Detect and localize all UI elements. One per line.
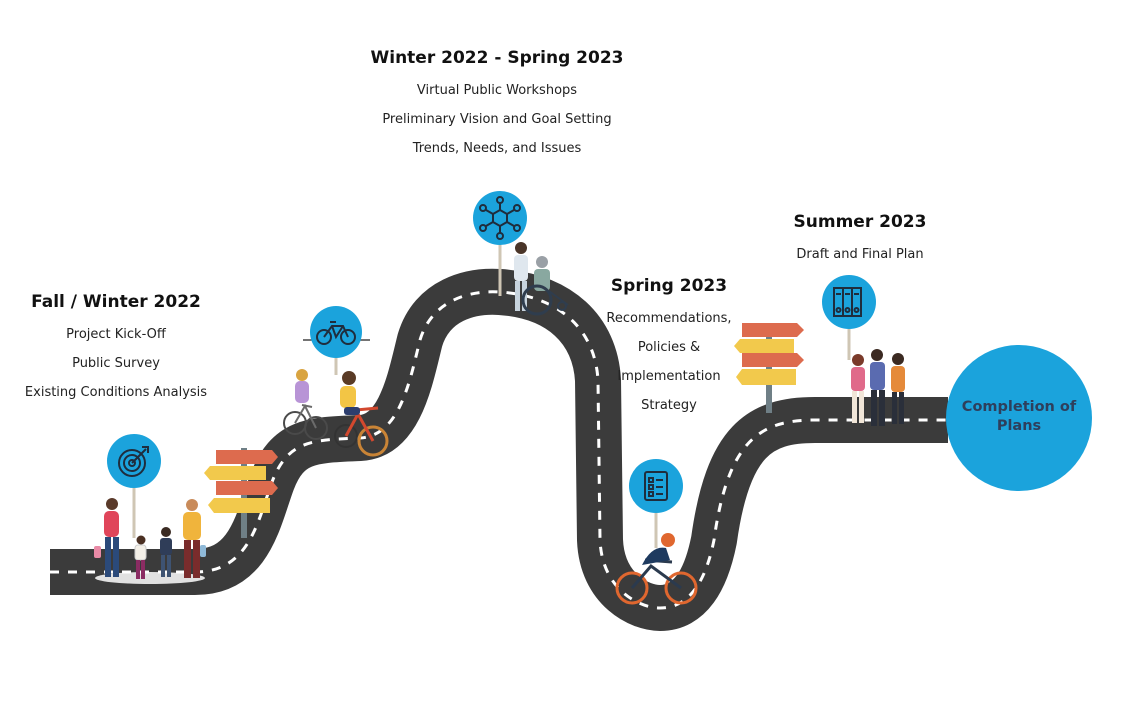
stage-summer-2023: Summer 2023 Draft and Final Plan <box>770 212 950 269</box>
stage-heading: Winter 2022 - Spring 2023 <box>370 48 624 68</box>
stage-item: Strategy <box>641 398 697 413</box>
checklist-icon <box>644 471 668 501</box>
stage-heading: Summer 2023 <box>793 212 927 232</box>
stage-spring-2023: Spring 2023 Recommendations, Policies & … <box>596 276 742 420</box>
completion-circle <box>946 345 1092 491</box>
marker-bike <box>303 306 370 375</box>
wheelchair-user <box>514 242 569 316</box>
stage-item: Draft and Final Plan <box>796 247 924 262</box>
binders-icon <box>833 287 862 317</box>
marker-fall <box>107 434 161 538</box>
pedestrians <box>851 349 905 426</box>
pedestrians <box>94 498 206 579</box>
stage-item: Recommendations, <box>606 311 732 326</box>
stage-item: Existing Conditions Analysis <box>24 385 208 400</box>
stage-heading: Fall / Winter 2022 <box>31 292 201 312</box>
stage-item: Policies & <box>637 340 701 355</box>
marker-spring <box>629 459 683 548</box>
stage-winter-spring-2023: Winter 2022 - Spring 2023 Virtual Public… <box>362 48 632 163</box>
stage-item: Project Kick-Off <box>66 327 166 342</box>
stage-item: Implementation <box>617 369 721 384</box>
directional-sign <box>734 323 804 413</box>
bicycle-icon <box>316 321 356 345</box>
road <box>50 268 948 631</box>
completion-label: Completion of Plans <box>961 399 1077 434</box>
marker-summer <box>822 275 876 360</box>
stage-item: Public Survey <box>72 356 160 371</box>
marker-winter <box>473 191 527 296</box>
stage-fall-winter-2022: Fall / Winter 2022 Project Kick-Off Publ… <box>14 292 218 407</box>
stage-heading: Spring 2023 <box>610 276 728 296</box>
ground-shadow <box>95 572 205 584</box>
stage-item: Preliminary Vision and Goal Setting <box>382 112 612 127</box>
stage-item: Trends, Needs, and Issues <box>412 141 582 156</box>
target-icon <box>118 446 149 477</box>
network-icon <box>479 196 521 240</box>
directional-sign <box>204 448 278 538</box>
stage-item: Virtual Public Workshops <box>416 83 578 98</box>
cyclists <box>283 369 698 605</box>
